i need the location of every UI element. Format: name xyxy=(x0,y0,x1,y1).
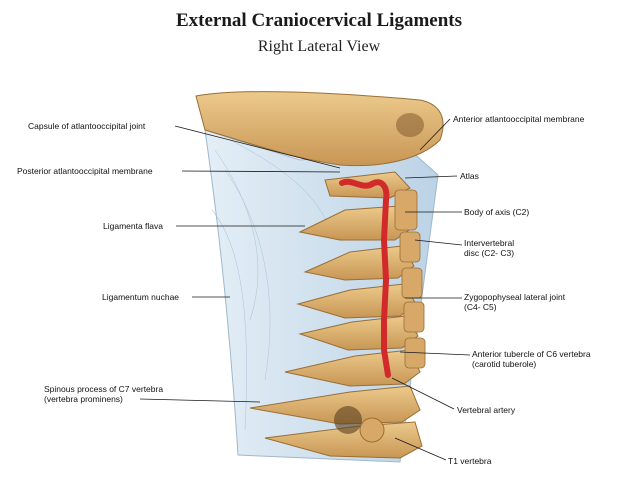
label-posterior-atlantooccipital-membrane: Posterior atlantooccipital membrane xyxy=(17,166,153,176)
diagram-subtitle: Right Lateral View xyxy=(257,38,381,55)
label-ligamenta-flava: Ligamenta flava xyxy=(103,221,164,231)
diagram-title: External Craniocervical Ligaments xyxy=(175,10,462,31)
label-tubercle-line2: (carotid tuberole) xyxy=(472,359,537,369)
label-spinous-process-c7: Spinous process of C7 vertebra (vertebra… xyxy=(44,384,163,404)
label-body-of-axis: Body of axis (C2) xyxy=(464,207,530,217)
label-spinous-line1: Spinous process of C7 vertebra xyxy=(44,384,164,394)
occipital-bone xyxy=(195,91,444,167)
label-spinous-line2: (vertebra prominens) xyxy=(44,394,123,404)
label-disc-line2: disc (C2- C3) xyxy=(464,248,515,258)
label-ligamentum-nuchae: Ligamentum nuchae xyxy=(102,292,180,302)
label-zygo-line2: (C4- C5) xyxy=(464,302,497,312)
label-anterior-tubercle-c6: Anterior tubercle of C6 vertebra (caroti… xyxy=(472,349,591,369)
label-capsule-atlantooccipital: Capsule of atlantooccipital joint xyxy=(28,121,146,131)
label-zygo-line1: Zygopophyseal lateral joint xyxy=(464,292,566,302)
vertebral-artery xyxy=(339,178,391,378)
label-t1-vertebra: T1 vertebra xyxy=(448,456,492,466)
label-atlas: Atlas xyxy=(460,171,479,181)
leader-lines xyxy=(139,118,471,461)
label-disc-line1: Intervertebral xyxy=(464,238,515,248)
label-anterior-atlantooccipital-membrane: Anterior atlantooccipital membrane xyxy=(453,114,585,124)
label-intervertebral-disc: Intervertebral disc (C2- C3) xyxy=(464,238,514,258)
label-zygopophyseal-joint: Zygopophyseal lateral joint (C4- C5) xyxy=(464,292,565,312)
label-tubercle-line1: Anterior tubercle of C6 vertebra xyxy=(472,349,591,359)
label-vertebral-artery: Vertebral artery xyxy=(457,405,516,415)
